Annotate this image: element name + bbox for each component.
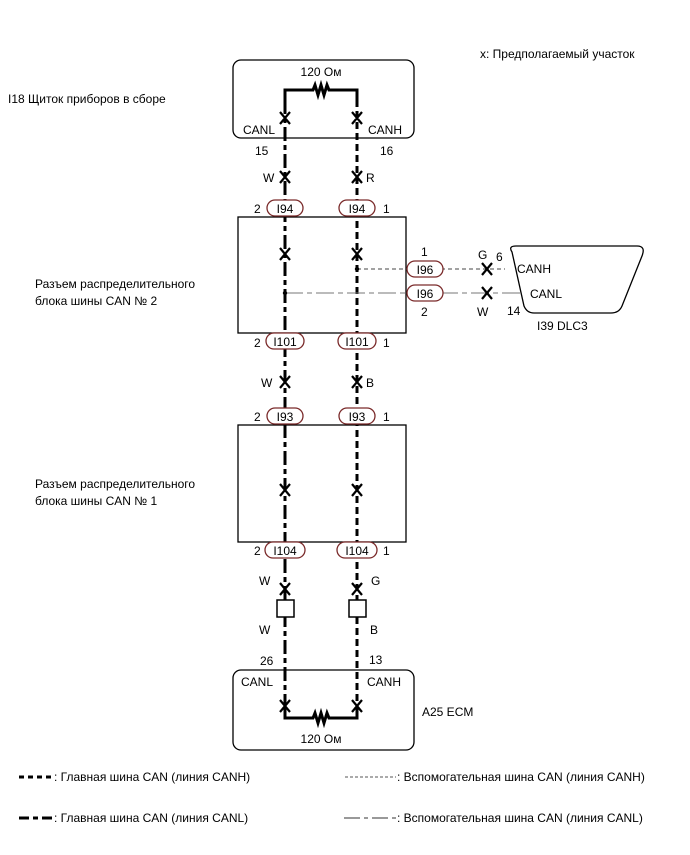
svg-text:1: 1	[383, 410, 390, 424]
connector-i93-2	[266, 407, 304, 425]
svg-text:1: 1	[383, 336, 390, 350]
svg-text:1: 1	[383, 202, 390, 216]
svg-text:I93: I93	[349, 410, 366, 424]
svg-text:: Вспомогательная шина CAN (ли: : Вспомогательная шина CAN (линия CANL)	[397, 811, 643, 825]
svg-text:I104: I104	[345, 544, 369, 558]
svg-text:14: 14	[507, 304, 521, 318]
meter-canl-label: CANL	[243, 123, 275, 137]
meter-box	[232, 59, 415, 139]
combination-meter: I18 Щиток приборов в сборе 120 Ом CANL C…	[8, 59, 415, 158]
jb2-label-2: блока шины CAN № 2	[35, 294, 157, 308]
jb1-label-1: Разъем распределительного	[35, 477, 195, 491]
wire-color: W	[263, 171, 275, 185]
ecm: 26 13 CANL CANH 120 Ом A25 ECM	[232, 653, 473, 751]
connector-i94-2	[266, 199, 304, 217]
connector-i104-1	[336, 541, 378, 559]
svg-text:1: 1	[421, 245, 428, 259]
jb1-label-2: блока шины CAN № 1	[35, 494, 157, 508]
svg-text:G: G	[478, 248, 487, 262]
meter-label: I18 Щиток приборов в сборе	[8, 92, 166, 106]
svg-text:2: 2	[254, 544, 261, 558]
ecm-box	[232, 669, 415, 751]
svg-text:CANL: CANL	[241, 675, 273, 689]
svg-text:I39 DLC3: I39 DLC3	[537, 319, 588, 333]
connector-i104-2	[264, 541, 306, 559]
jb1-box	[237, 424, 407, 543]
meter-resistor-label: 120 Ом	[301, 65, 342, 79]
suspected-area-x-icons	[279, 111, 493, 713]
svg-text:: Главная шина CAN (линия CANL: : Главная шина CAN (линия CANL)	[54, 811, 248, 825]
jb2-box	[237, 216, 407, 334]
wire-color: G	[371, 574, 380, 588]
wire-color: W	[259, 623, 271, 637]
wire-color: B	[366, 376, 374, 390]
svg-text:2: 2	[254, 336, 261, 350]
legend: : Главная шина CAN (линия CANH) : Главна…	[19, 770, 645, 825]
svg-text:I93: I93	[277, 410, 294, 424]
svg-text:CANH: CANH	[367, 675, 401, 689]
svg-text:I101: I101	[345, 335, 369, 349]
svg-text:: Главная шина CAN (линия CANH: : Главная шина CAN (линия CANH)	[54, 770, 250, 784]
svg-text:I96: I96	[417, 287, 434, 301]
svg-text:W: W	[477, 305, 489, 319]
connector-i94-1	[338, 199, 376, 217]
connector-i96-2	[406, 284, 444, 302]
svg-text:6: 6	[496, 250, 503, 264]
meter-pin-canh: 16	[380, 144, 394, 158]
svg-text:26: 26	[260, 654, 274, 668]
connector-i93-1	[338, 407, 376, 425]
connector-i101-1	[337, 332, 377, 350]
svg-text:I101: I101	[273, 335, 297, 349]
junction-dot	[354, 266, 360, 272]
svg-text:2: 2	[254, 410, 261, 424]
svg-text:2: 2	[254, 202, 261, 216]
svg-text:CANH: CANH	[517, 262, 551, 276]
splice-square	[276, 599, 295, 618]
meter-pin-canl: 15	[255, 144, 269, 158]
svg-text:1: 1	[383, 544, 390, 558]
svg-text:2: 2	[421, 305, 428, 319]
connector-i96-1	[406, 260, 444, 278]
dlc3-shape	[510, 245, 644, 314]
wire-color: B	[370, 623, 378, 637]
svg-text:13: 13	[369, 653, 383, 667]
connector-i101-2	[265, 332, 305, 350]
meter-resistor-icon	[283, 79, 359, 103]
meter-canh-label: CANH	[368, 123, 402, 137]
svg-text:A25 ECM: A25 ECM	[422, 705, 473, 719]
wire-color: R	[366, 171, 375, 185]
jb2-label-1: Разъем распределительного	[35, 277, 195, 291]
svg-text:: Вспомогательная шина CAN (ли: : Вспомогательная шина CAN (линия CANH)	[397, 770, 645, 784]
svg-text:I94: I94	[277, 202, 294, 216]
svg-text:I104: I104	[273, 544, 297, 558]
svg-text:I94: I94	[349, 202, 366, 216]
wire-color: W	[259, 574, 271, 588]
svg-text:120 Ом: 120 Ом	[301, 732, 342, 746]
svg-text:I96: I96	[417, 263, 434, 277]
splice-square	[348, 599, 367, 618]
connectors: I94 I94 2 1 I96 I96 1 2 I101 I101 2 1 I93 I…	[254, 199, 444, 559]
dlc3-connector: CANH CANL G 6 W 14 I39 DLC3	[477, 245, 644, 333]
suspected-area-note: x: Предполагаемый участок	[480, 47, 635, 61]
svg-text:CANL: CANL	[530, 287, 562, 301]
wire-color: W	[261, 376, 273, 390]
junction-dot	[282, 290, 288, 296]
ecm-resistor-icon	[283, 706, 359, 729]
